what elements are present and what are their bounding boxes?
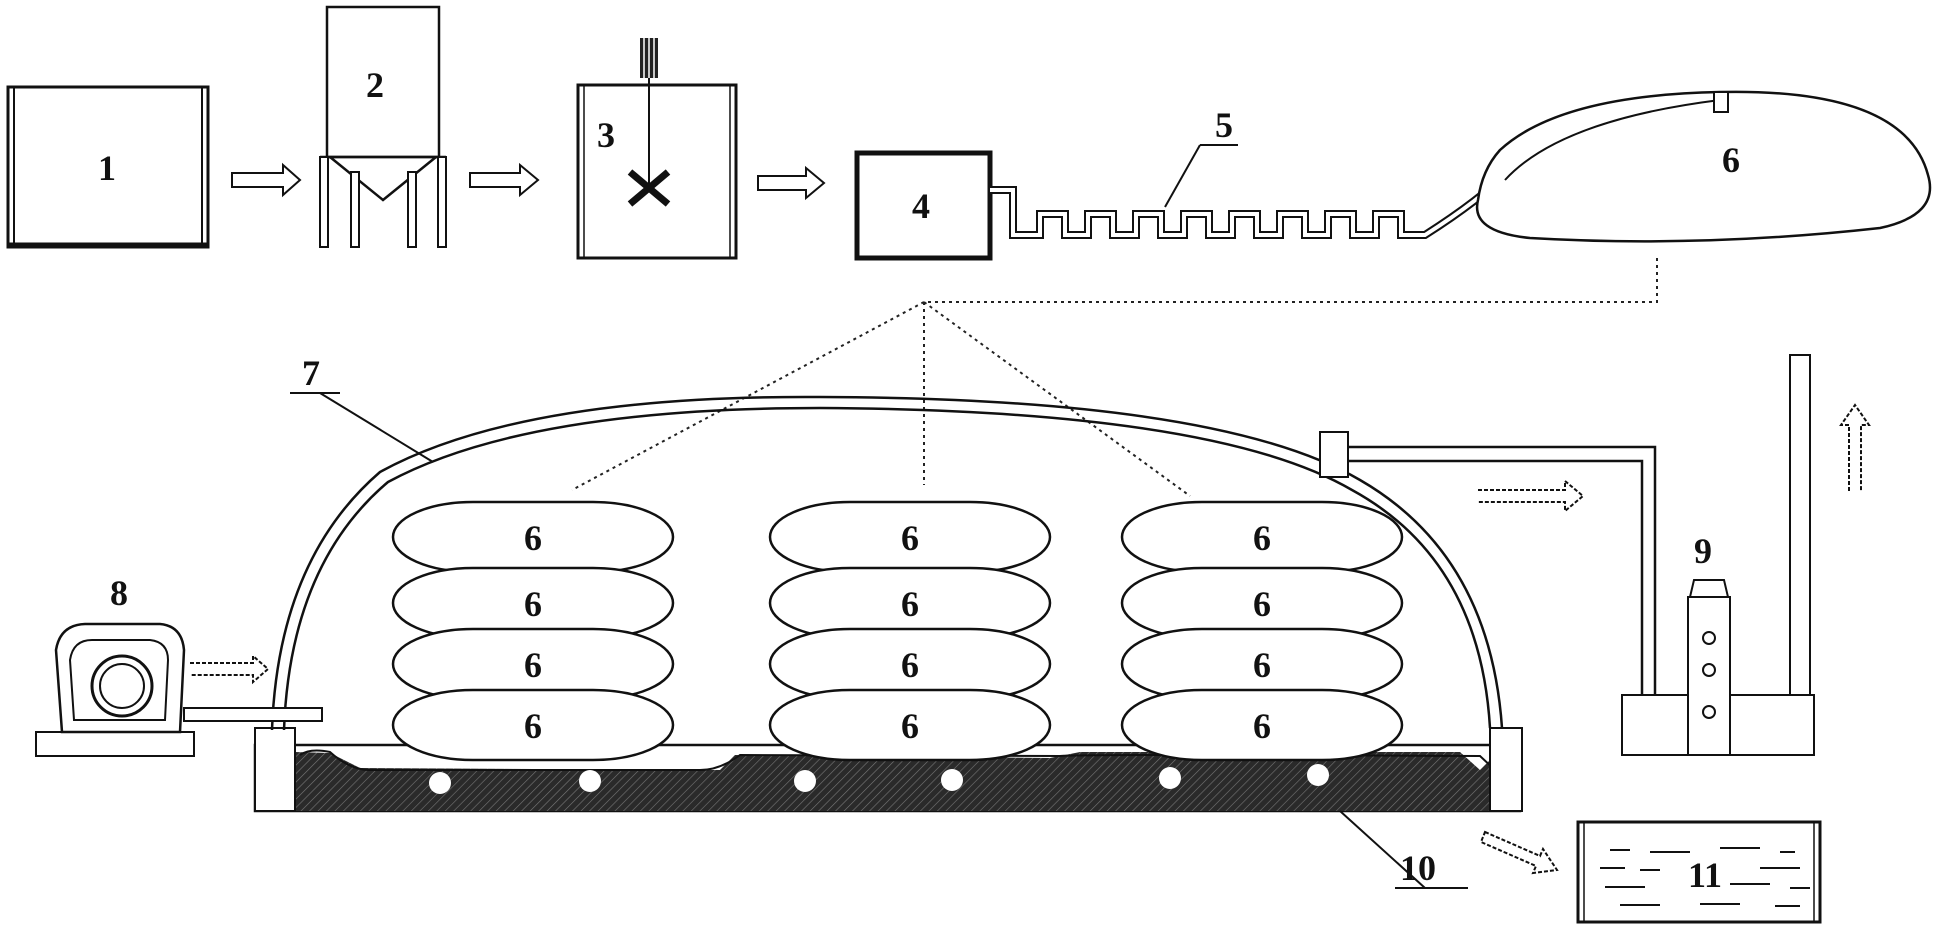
component-11-tank: 11 [1576,820,1822,924]
bag-stacks: 6 6 6 6 6 6 6 6 6 6 6 6 [391,500,1404,762]
bag-label: 6 [901,706,919,746]
stacked-bag: 6 [768,566,1052,640]
component-6-bag: 6 [1475,90,1932,243]
label-4: 4 [912,186,930,226]
bag-label: 6 [524,518,542,558]
label-9: 9 [1694,531,1712,571]
bag-label: 6 [1253,518,1271,558]
bag-label: 6 [524,645,542,685]
label-2: 2 [366,65,384,105]
stacked-bag: 6 [391,566,675,640]
stacked-bag: 6 [391,500,675,574]
stacked-bag: 6 [768,500,1052,574]
bag-label: 6 [524,706,542,746]
component-10-floor: 10 [253,743,1522,889]
bag-label: 6 [1253,645,1271,685]
label-3: 3 [597,115,615,155]
bag-label: 6 [901,518,919,558]
bag-label: 6 [1253,584,1271,624]
component-9-scrubber: 9 [1621,354,1815,756]
component-1-container: 1 [6,85,210,249]
upward-flow-arrow [1839,403,1871,491]
greenhouse-posts [254,727,1523,812]
label-6-top: 6 [1722,140,1740,180]
stacked-bag: 6 [1120,627,1404,701]
callout-lines [571,258,1658,497]
exhaust-pipe [1319,431,1657,695]
label-11: 11 [1688,855,1722,895]
bag-label: 6 [901,645,919,685]
stacked-bag: 6 [768,688,1052,762]
component-2-silo: 2 [319,5,447,248]
label-1: 1 [98,148,116,188]
label-5: 5 [1215,105,1233,145]
component-4-machine: 4 [854,150,993,261]
stacked-bag: 6 [1120,688,1404,762]
exhaust-flow-arrow [1478,478,1585,514]
flow-arrow [757,165,826,201]
leachate-flow-arrow [1479,830,1559,875]
stacked-bag: 6 [1120,566,1404,640]
component-3-mixer: 3 [576,38,738,260]
component-7-arch: 7 [270,353,1504,731]
label-10: 10 [1400,848,1436,888]
flow-arrow [231,162,302,198]
bag-label: 6 [901,584,919,624]
bag-label: 6 [1253,706,1271,746]
flow-arrow [469,162,540,198]
bag-label: 6 [524,584,542,624]
stacked-bag: 6 [391,688,675,762]
label-7: 7 [302,353,320,393]
component-8-blower: 8 [35,573,323,757]
stacked-bag: 6 [1120,500,1404,574]
stacked-bag: 6 [768,627,1052,701]
label-8: 8 [110,573,128,613]
stacked-bag: 6 [391,627,675,701]
air-inflow-arrow [190,653,270,685]
